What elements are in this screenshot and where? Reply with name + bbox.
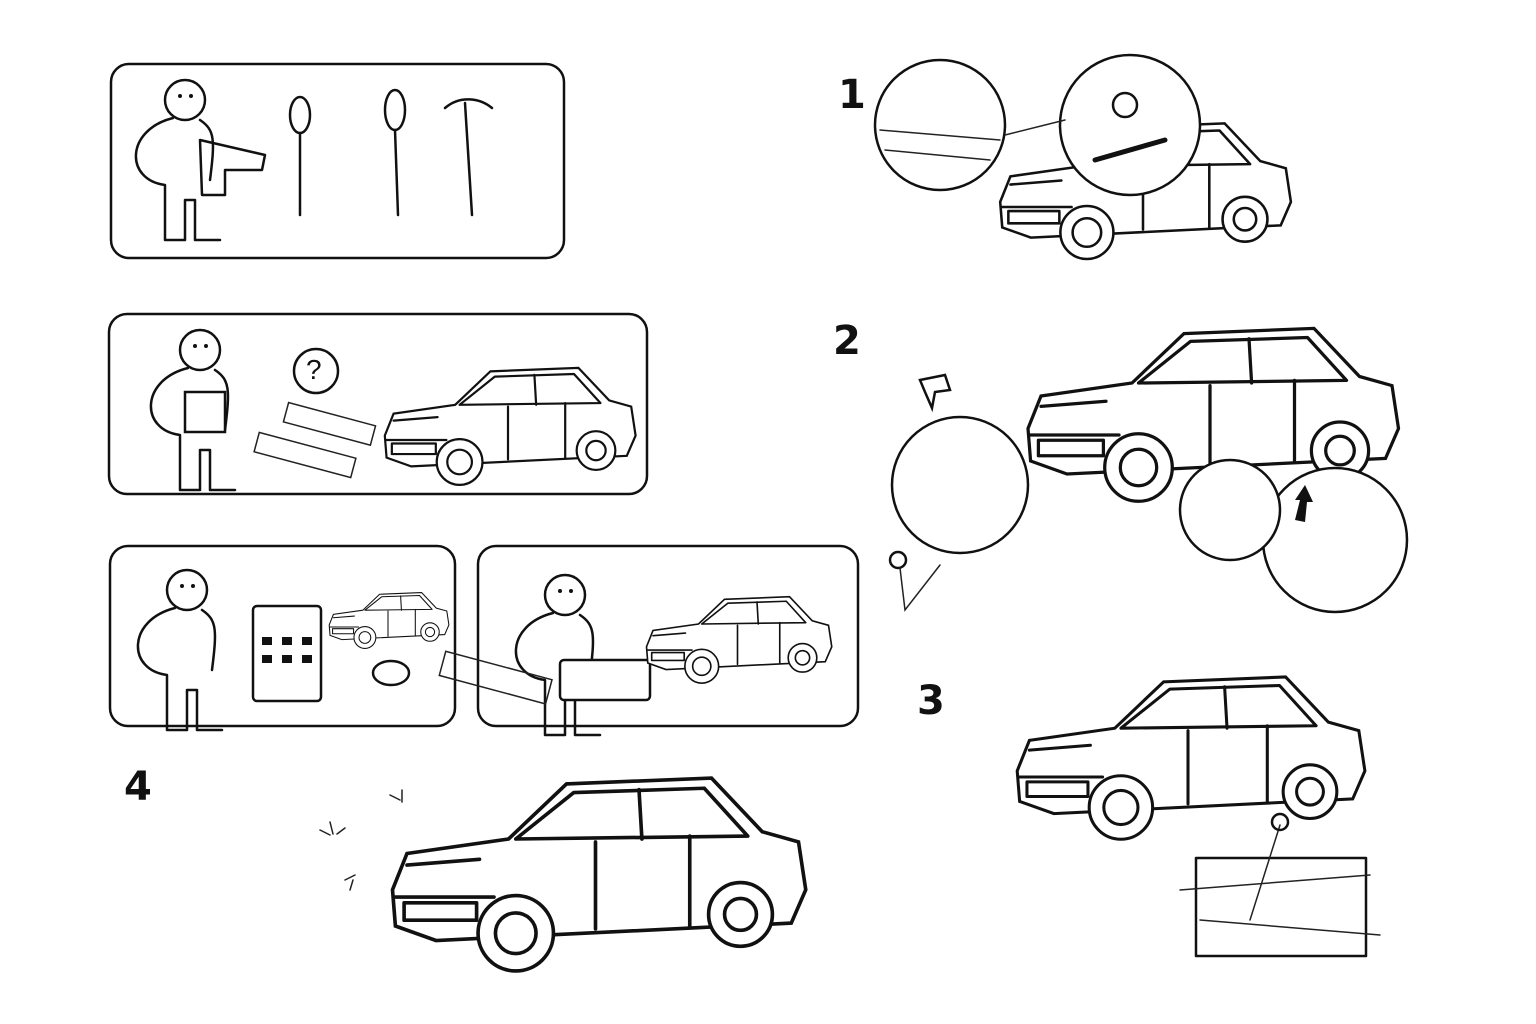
arrow-up-icon xyxy=(1295,485,1313,522)
step-4-drawing xyxy=(319,776,808,973)
detail-magnifier xyxy=(873,58,1007,192)
parts-box-icon xyxy=(251,604,323,703)
step-3-drawing xyxy=(1015,675,1381,958)
car-drawing xyxy=(383,366,637,486)
detail-magnifier xyxy=(1178,458,1282,562)
sparkle-icon xyxy=(319,789,403,891)
step-number-3: 3 xyxy=(917,678,945,724)
manual-icon xyxy=(183,390,227,434)
screw-icon xyxy=(918,373,952,413)
person-figure xyxy=(136,568,224,732)
question-mark: ? xyxy=(306,354,322,385)
step-1-drawing xyxy=(873,53,1293,261)
hammer-icon xyxy=(443,98,494,217)
trim-strip-icon xyxy=(253,431,357,479)
detail-magnifier xyxy=(1261,466,1409,614)
screwdriver-icon xyxy=(288,95,312,217)
tools-panel xyxy=(109,62,566,260)
plan-panel xyxy=(107,312,649,496)
detail-magnifier xyxy=(1058,53,1202,197)
assembly-panel xyxy=(438,544,860,737)
step-number-2: 2 xyxy=(833,318,861,364)
car-drawing xyxy=(1015,675,1367,841)
person-figure xyxy=(134,78,222,242)
screwdriver-icon xyxy=(383,88,407,217)
trim-strip-icon xyxy=(282,401,377,447)
step-2-drawing xyxy=(888,326,1409,614)
person-figure xyxy=(514,573,602,737)
step-number-1: 1 xyxy=(838,72,866,118)
car-drawing xyxy=(328,592,450,649)
car-drawing xyxy=(390,776,808,973)
question-bubble-icon xyxy=(292,347,340,395)
detail-magnifier xyxy=(890,415,1030,555)
step-number-4: 4 xyxy=(124,764,152,810)
car-drawing xyxy=(645,595,833,684)
detail-box xyxy=(1194,856,1368,958)
parts-panel xyxy=(108,544,457,732)
